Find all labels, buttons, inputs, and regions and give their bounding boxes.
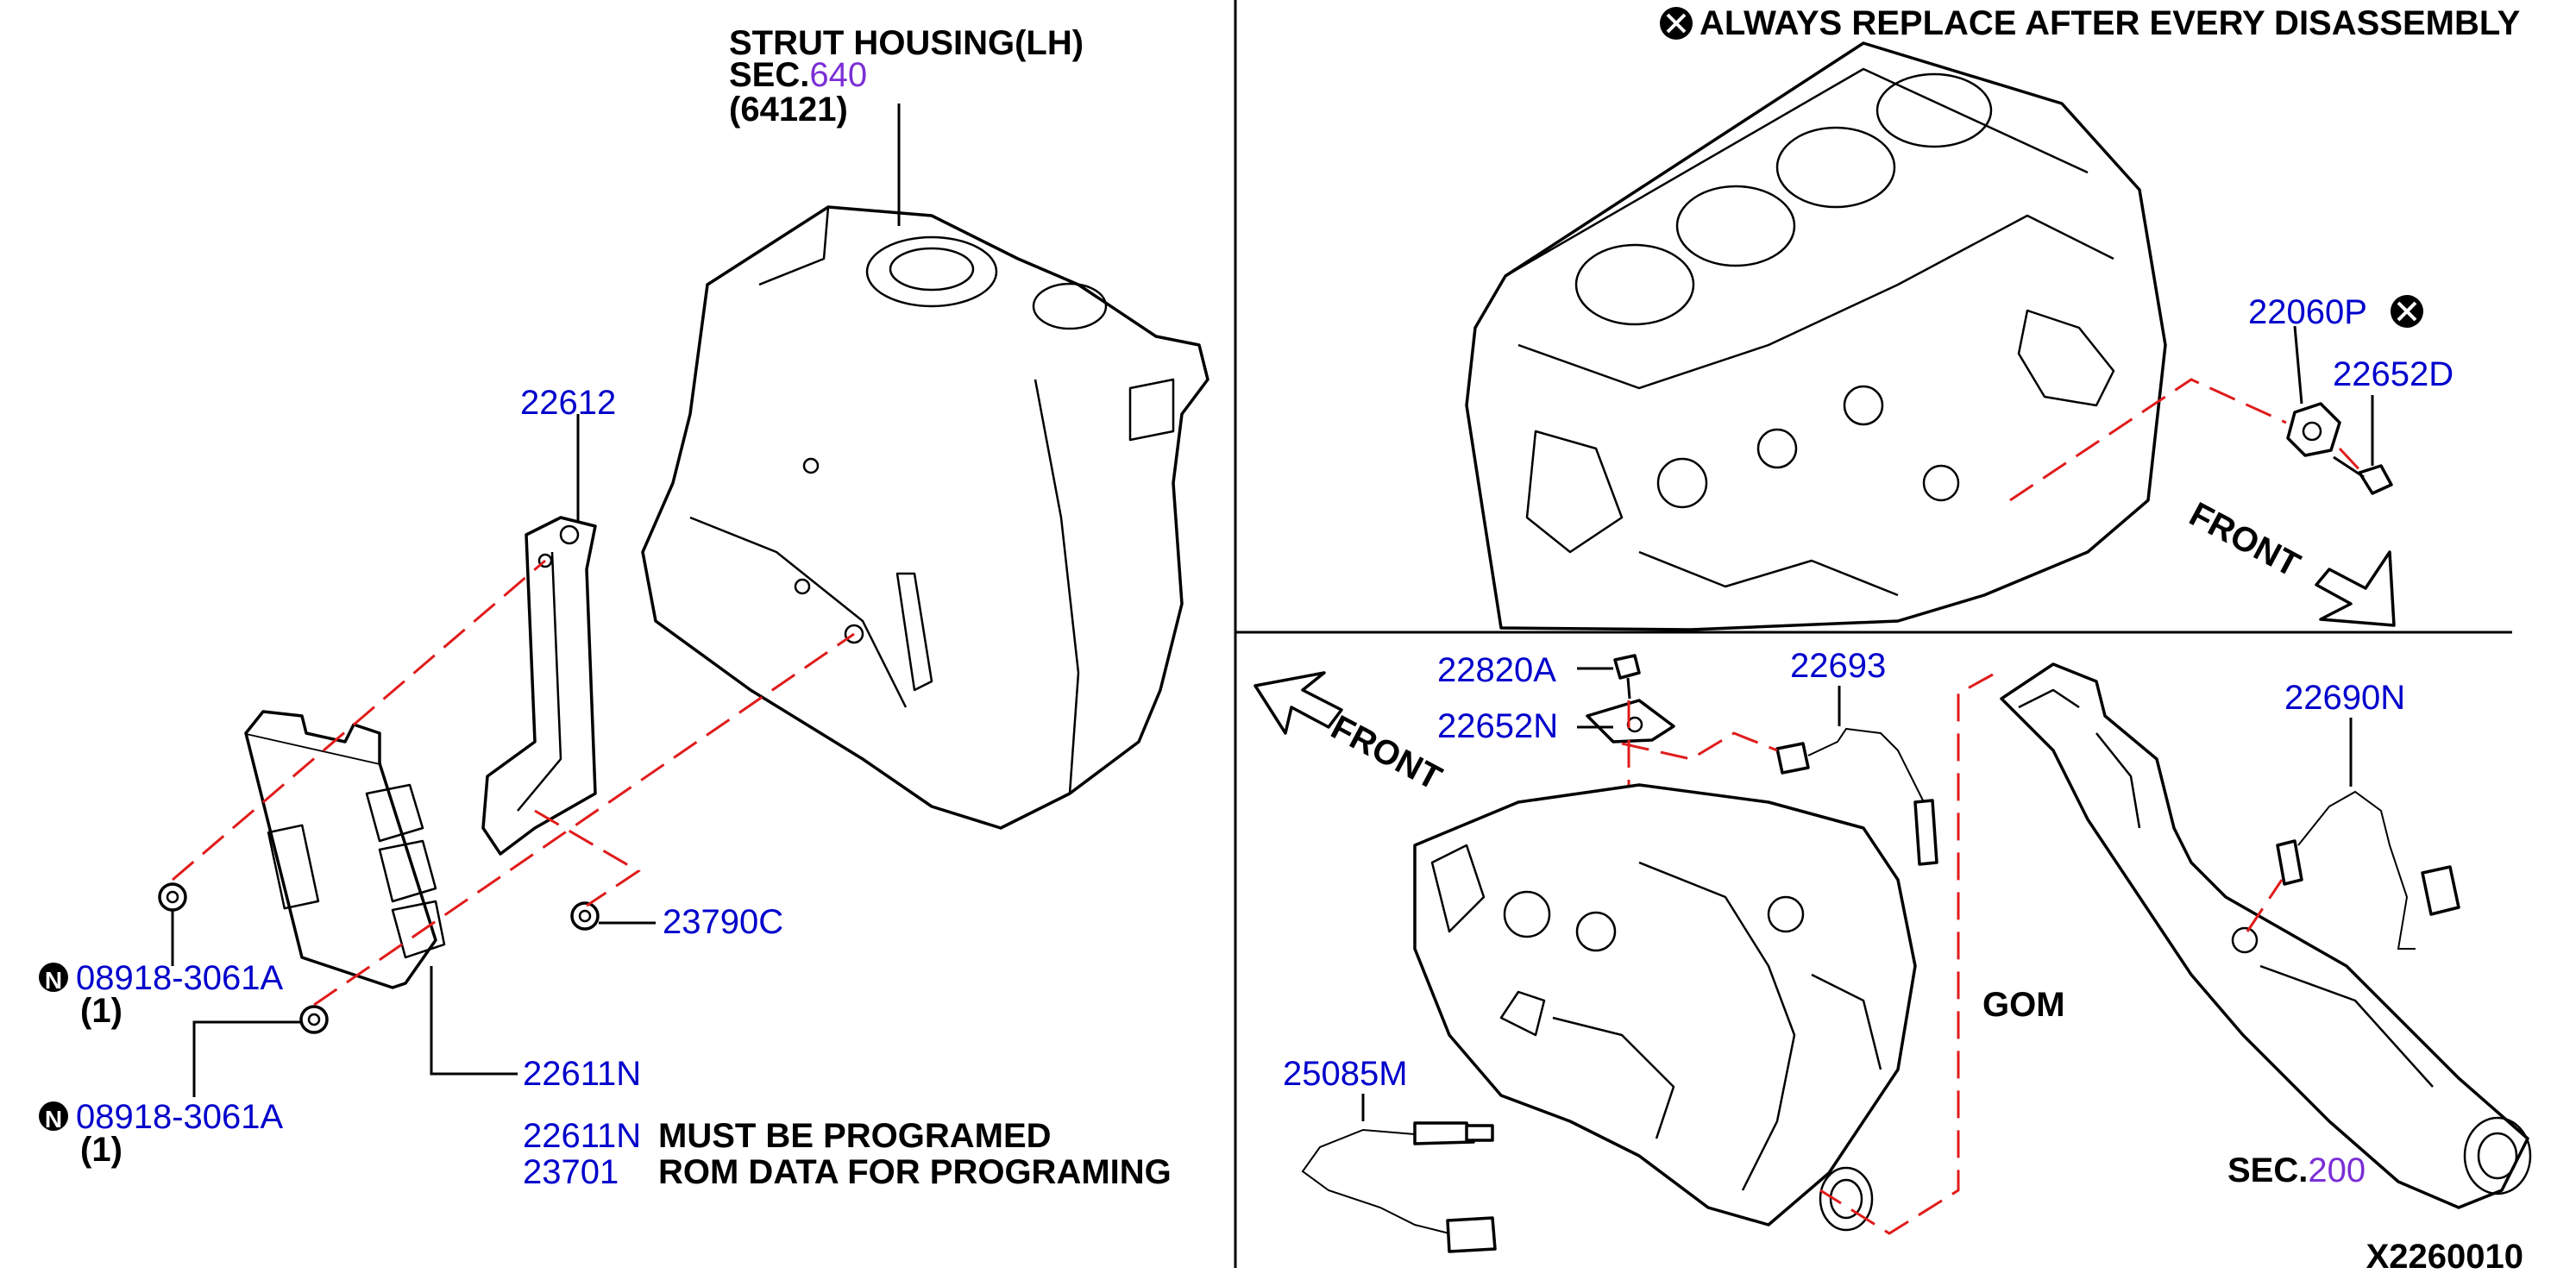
nut-upper-qty: (1) <box>80 992 123 1030</box>
front-label-bottom: FRONT <box>1325 708 1448 798</box>
front-label-top: FRONT <box>2183 495 2306 585</box>
knock-sensor-illustration <box>2286 402 2341 457</box>
nut-lower-qty: (1) <box>80 1131 123 1169</box>
front-o2-sensor-illustration <box>1301 1121 1497 1253</box>
rear-o2-dash <box>2246 879 2284 932</box>
strut-housing-illustration <box>641 205 1209 830</box>
diagram-id: X2260010 <box>2366 1238 2523 1276</box>
nut-23790c-illustration <box>570 901 600 931</box>
svg-text:N: N <box>45 967 62 994</box>
left-leader-lines <box>171 104 901 1097</box>
engine-block-illustration <box>1465 41 2167 631</box>
svg-text:N: N <box>45 1106 62 1133</box>
part-25085m-label[interactable]: 25085M <box>1283 1055 1408 1093</box>
left-assembly-dashes <box>172 559 855 1007</box>
note1-part-number[interactable]: 22611N <box>523 1117 641 1155</box>
sec-200-prefix: SEC. <box>2227 1151 2308 1189</box>
part-22693-label[interactable]: 22693 <box>1790 647 1886 685</box>
part-22652d-label[interactable]: 22652D <box>2333 355 2453 393</box>
sec-200-number: 200 <box>2308 1151 2366 1189</box>
part-22690n-label[interactable]: 22690N <box>2284 679 2405 717</box>
bracket-22652n-illustration <box>1586 699 1675 744</box>
warning-text: ALWAYS REPLACE AFTER EVERY DISASSEMBLY <box>1700 4 2521 42</box>
part-22060p-label[interactable]: 22060P <box>2248 293 2367 331</box>
note2-text: ROM DATA FOR PROGRAMING <box>658 1153 1172 1191</box>
knock-bolt-illustration <box>2333 455 2393 495</box>
part-22612-label[interactable]: 22612 <box>520 384 616 422</box>
gom-boundary-dash <box>1819 673 1994 1235</box>
knock-sensor-dash <box>2009 378 2366 502</box>
nut-lower-illustration <box>299 1005 329 1034</box>
ecm-bracket-illustration <box>481 516 597 856</box>
22693-dash <box>1621 731 1778 761</box>
air-fuel-sensor-illustration <box>1775 727 1938 866</box>
note2-part-number[interactable]: 23701 <box>523 1153 619 1191</box>
22060p-leader <box>2293 325 2303 405</box>
gom-label: GOM <box>1982 986 2065 1024</box>
nut-upper-symbol: N <box>39 963 68 994</box>
warning-symbol <box>1660 7 1693 40</box>
nut-lower-code-label[interactable]: 08918-3061A <box>76 1098 284 1136</box>
catalyst-exhaust-illustration <box>2000 662 2532 1209</box>
nut-upper-illustration <box>158 882 187 912</box>
sec-200-ref: SEC.200 <box>2227 1151 2366 1189</box>
note1-text: MUST BE PROGRAMED <box>658 1117 1052 1155</box>
ecm-unit-illustration <box>244 710 446 989</box>
front-arrow-top <box>2315 550 2396 627</box>
engine-assembly-illustration <box>1413 783 1917 1232</box>
strut-sec-ref: SEC.640 <box>729 56 867 94</box>
part-22652n-label[interactable]: 22652N <box>1437 707 1558 745</box>
nut-upper-code-label[interactable]: 08918-3061A <box>76 959 284 997</box>
strut-code: (64121) <box>729 91 848 129</box>
part-23790c-label[interactable]: 23790C <box>663 903 783 941</box>
strut-housing-title: STRUT HOUSING(LH) <box>729 24 1084 62</box>
bolt-22820a-illustration <box>1613 654 1641 700</box>
strut-sec-prefix: SEC. <box>729 56 809 94</box>
nut-lower-symbol: N <box>39 1101 68 1133</box>
part-22820a-label[interactable]: 22820A <box>1437 651 1556 689</box>
rear-o2-sensor-illustration <box>2276 790 2460 950</box>
part-22611n-label[interactable]: 22611N <box>523 1055 641 1093</box>
front-arrow-bottom <box>1253 671 1343 735</box>
strut-sec-number: 640 <box>809 56 867 94</box>
22060p-replace-symbol <box>2391 295 2423 328</box>
